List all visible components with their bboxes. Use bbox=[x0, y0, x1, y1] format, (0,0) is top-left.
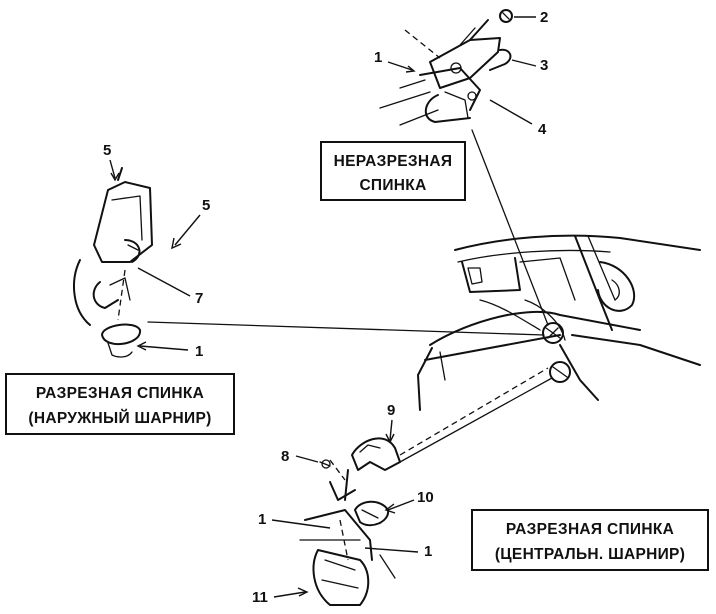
callout-1-top: 1 bbox=[374, 49, 382, 66]
callout-3-top: 3 bbox=[540, 57, 548, 74]
callout-1-left: 1 bbox=[195, 343, 203, 360]
connector-solid-back bbox=[471, 129, 549, 326]
connector-center-hinge-dashed bbox=[399, 367, 549, 456]
top-callouts: 1 2 3 4 bbox=[374, 9, 548, 138]
callout-5-left-b: 5 bbox=[202, 197, 210, 214]
callout-7-left: 7 bbox=[195, 290, 203, 307]
caption-split-outer-line1: РАЗРЕЗНАЯ СПИНКА bbox=[36, 385, 204, 402]
bottom-callouts: 9 8 10 1 1 11 bbox=[252, 402, 434, 606]
callout-1-bottom-b: 1 bbox=[424, 543, 432, 560]
callout-1-bottom-a: 1 bbox=[258, 511, 266, 528]
caption-solid-back-line1: НЕРАЗРЕЗНАЯ bbox=[334, 153, 453, 170]
caption-solid-back: НЕРАЗРЕЗНАЯ СПИНКА bbox=[320, 141, 466, 201]
caption-split-outer: РАЗРЕЗНАЯ СПИНКА (НАРУЖНЫЙ ШАРНИР) bbox=[5, 373, 235, 435]
caption-split-center-line2: (ЦЕНТРАЛЬН. ШАРНИР) bbox=[495, 546, 685, 563]
vehicle-interior-drawing bbox=[417, 234, 701, 411]
callout-11-bottom: 11 bbox=[252, 589, 268, 606]
connector-outer-hinge bbox=[147, 321, 545, 336]
caption-solid-back-line2: СПИНКА bbox=[359, 177, 426, 194]
callout-9-bottom: 9 bbox=[387, 402, 395, 419]
center-hinge-assembly bbox=[299, 437, 401, 606]
callout-8-bottom: 8 bbox=[281, 448, 289, 465]
hinge-point-upper bbox=[542, 322, 564, 344]
solid-back-hinge-assembly bbox=[379, 9, 513, 126]
caption-split-center: РАЗРЕЗНАЯ СПИНКА (ЦЕНТРАЛЬН. ШАРНИР) bbox=[471, 509, 709, 571]
connector-center-hinge bbox=[399, 377, 553, 463]
hinge-point-lower bbox=[549, 361, 571, 383]
caption-split-center-line1: РАЗРЕЗНАЯ СПИНКА bbox=[506, 521, 674, 538]
caption-split-outer-line2: (НАРУЖНЫЙ ШАРНИР) bbox=[28, 409, 211, 427]
callout-10-bottom: 10 bbox=[417, 489, 434, 506]
callout-4-top: 4 bbox=[538, 121, 547, 138]
outer-hinge-assembly bbox=[73, 167, 153, 358]
callout-2-top: 2 bbox=[540, 9, 548, 26]
callout-5-left-a: 5 bbox=[103, 142, 111, 159]
left-callouts: 5 5 7 1 bbox=[103, 142, 210, 360]
